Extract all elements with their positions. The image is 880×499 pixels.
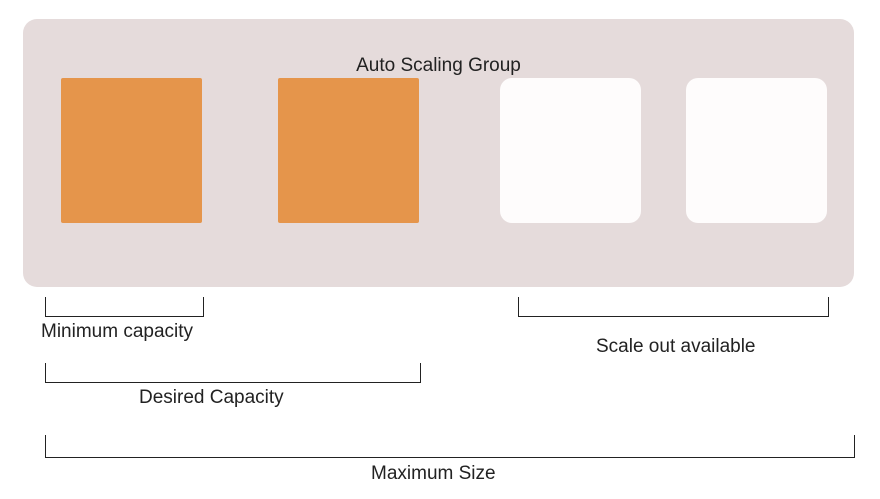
group-title: Auto Scaling Group — [356, 55, 521, 76]
instance-available-1 — [500, 78, 641, 223]
scale-out-bracket — [518, 297, 829, 317]
instance-available-2 — [686, 78, 827, 223]
maximum-size-bracket — [45, 435, 855, 458]
desired-capacity-label: Desired Capacity — [139, 387, 284, 408]
instance-running-1 — [61, 78, 202, 223]
minimum-capacity-bracket — [45, 297, 204, 317]
desired-capacity-bracket — [45, 363, 421, 383]
scale-out-available-label: Scale out available — [596, 336, 756, 357]
instance-running-2 — [278, 78, 419, 223]
maximum-size-label: Maximum Size — [371, 463, 496, 484]
minimum-capacity-label: Minimum capacity — [41, 321, 194, 342]
